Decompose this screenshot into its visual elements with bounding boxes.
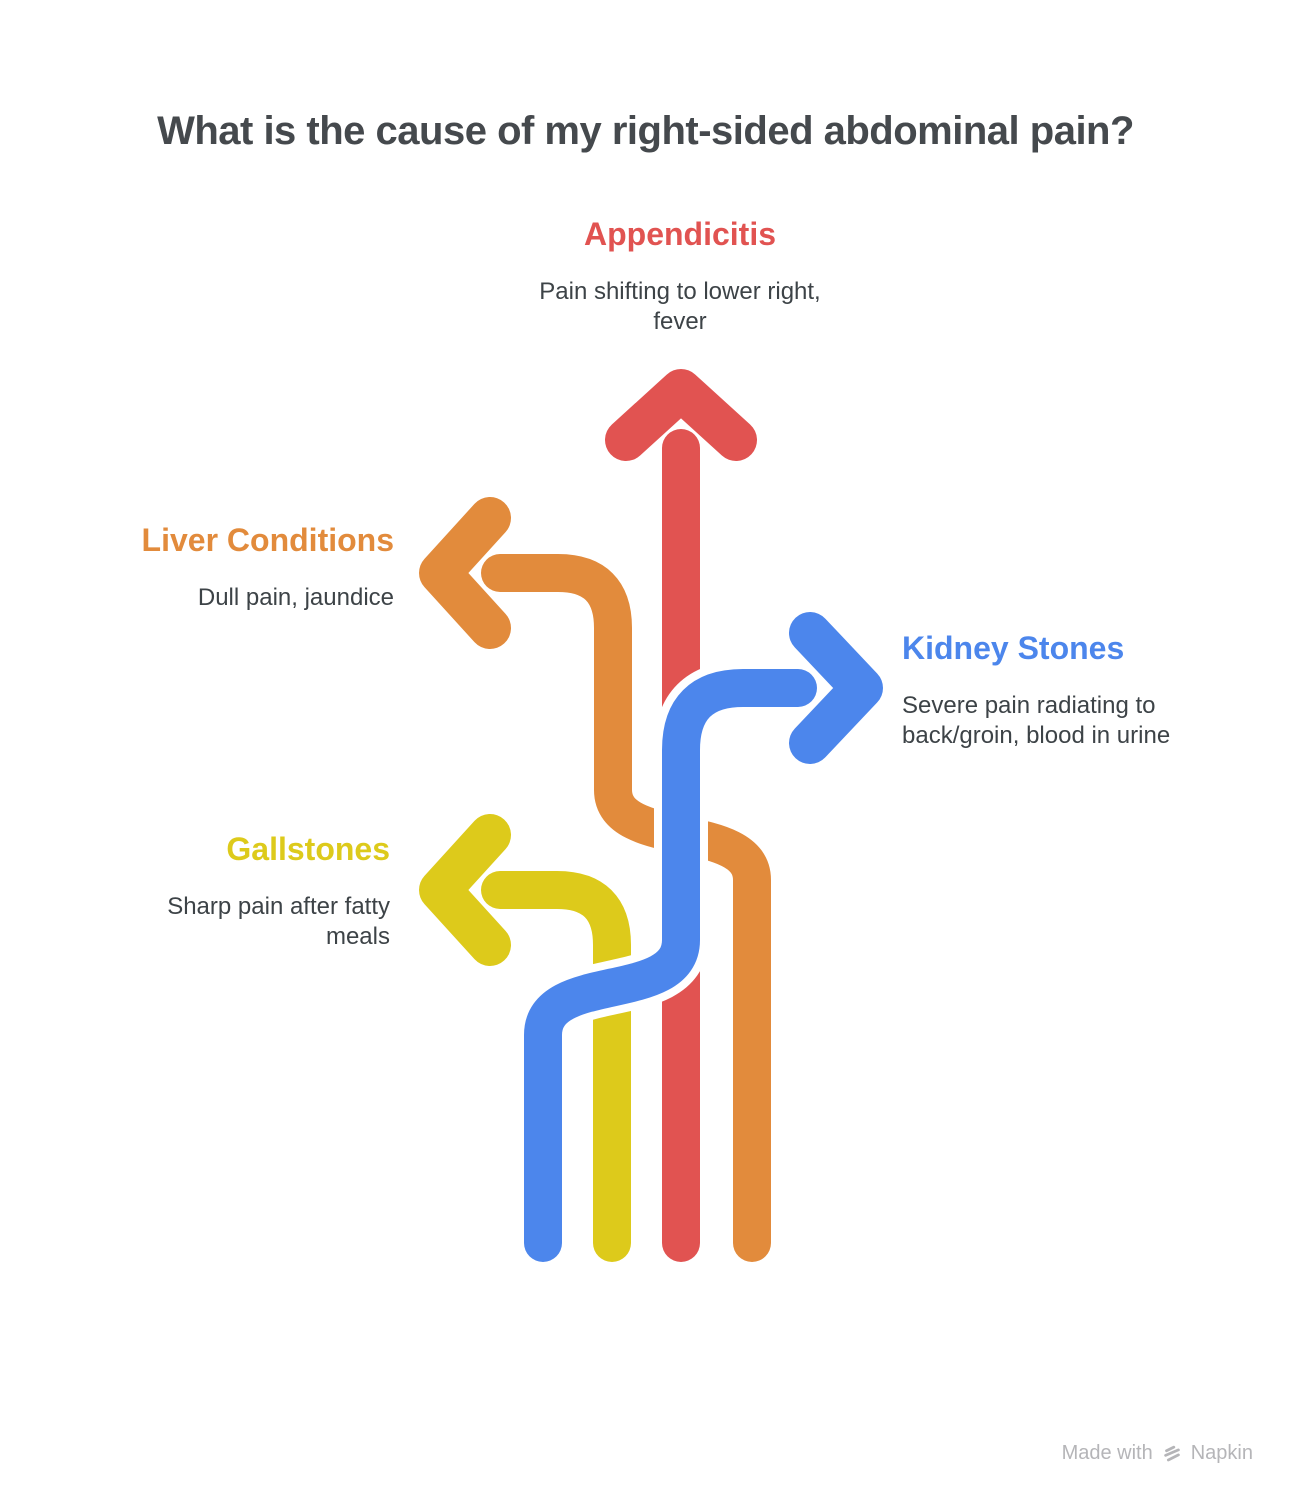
kidney-desc-line-1: Severe pain radiating to bbox=[902, 692, 1156, 720]
watermark-prefix: Made with bbox=[1061, 1442, 1153, 1464]
appendicitis-title: Appendicitis bbox=[583, 216, 776, 252]
kidney-desc-line-2: back/groin, blood in urine bbox=[902, 722, 1171, 750]
gallstones-arrowhead bbox=[419, 814, 511, 966]
kidney-arrow bbox=[516, 612, 883, 1270]
branch-label-liver-conditions: Liver Conditions Dull pain, jaundice bbox=[64, 521, 394, 613]
gallstones-desc-line-1: Sharp pain after fatty bbox=[167, 893, 390, 921]
branch-label-gallstones: Gallstones Sharp pain after fatty meals bbox=[90, 830, 390, 952]
page-title: What is the cause of my right-sided abdo… bbox=[157, 108, 1134, 153]
kidney-stones-description: Severe pain radiating to back/groin, blo… bbox=[902, 691, 1242, 751]
kidney-arrowhead bbox=[789, 612, 883, 764]
liver-desc-line-1: Dull pain, jaundice bbox=[197, 584, 394, 612]
liver-arrow-shaft bbox=[481, 554, 771, 1262]
made-with-napkin-watermark: Made with Napkin bbox=[1062, 1442, 1253, 1465]
branch-label-kidney-stones: Kidney Stones Severe pain radiating to b… bbox=[902, 629, 1242, 751]
gallstones-description: Sharp pain after fatty meals bbox=[90, 892, 390, 952]
gallstones-title: Gallstones bbox=[226, 831, 390, 867]
napkin-logo-icon bbox=[1161, 1443, 1183, 1465]
appendicitis-desc-line-2: fever bbox=[653, 308, 707, 336]
watermark-brand: Napkin bbox=[1190, 1442, 1253, 1464]
kidney-stones-title: Kidney Stones bbox=[902, 630, 1125, 666]
appendicitis-arrowhead bbox=[605, 369, 757, 461]
appendicitis-desc-line-1: Pain shifting to lower right, bbox=[539, 278, 821, 306]
liver-conditions-title: Liver Conditions bbox=[141, 522, 394, 558]
branch-label-appendicitis: Appendicitis Pain shifting to lower righ… bbox=[405, 215, 955, 337]
gallstones-arrow-shaft bbox=[481, 871, 631, 1262]
kidney-arrow-shaft bbox=[524, 669, 817, 1262]
liver-arrow bbox=[419, 497, 779, 1270]
gallstones-arrow bbox=[419, 814, 639, 1270]
liver-conditions-description: Dull pain, jaundice bbox=[64, 583, 394, 613]
gallstones-desc-line-2: meals bbox=[325, 923, 390, 951]
appendicitis-description: Pain shifting to lower right, fever bbox=[405, 277, 955, 337]
liver-arrowhead bbox=[419, 497, 511, 649]
